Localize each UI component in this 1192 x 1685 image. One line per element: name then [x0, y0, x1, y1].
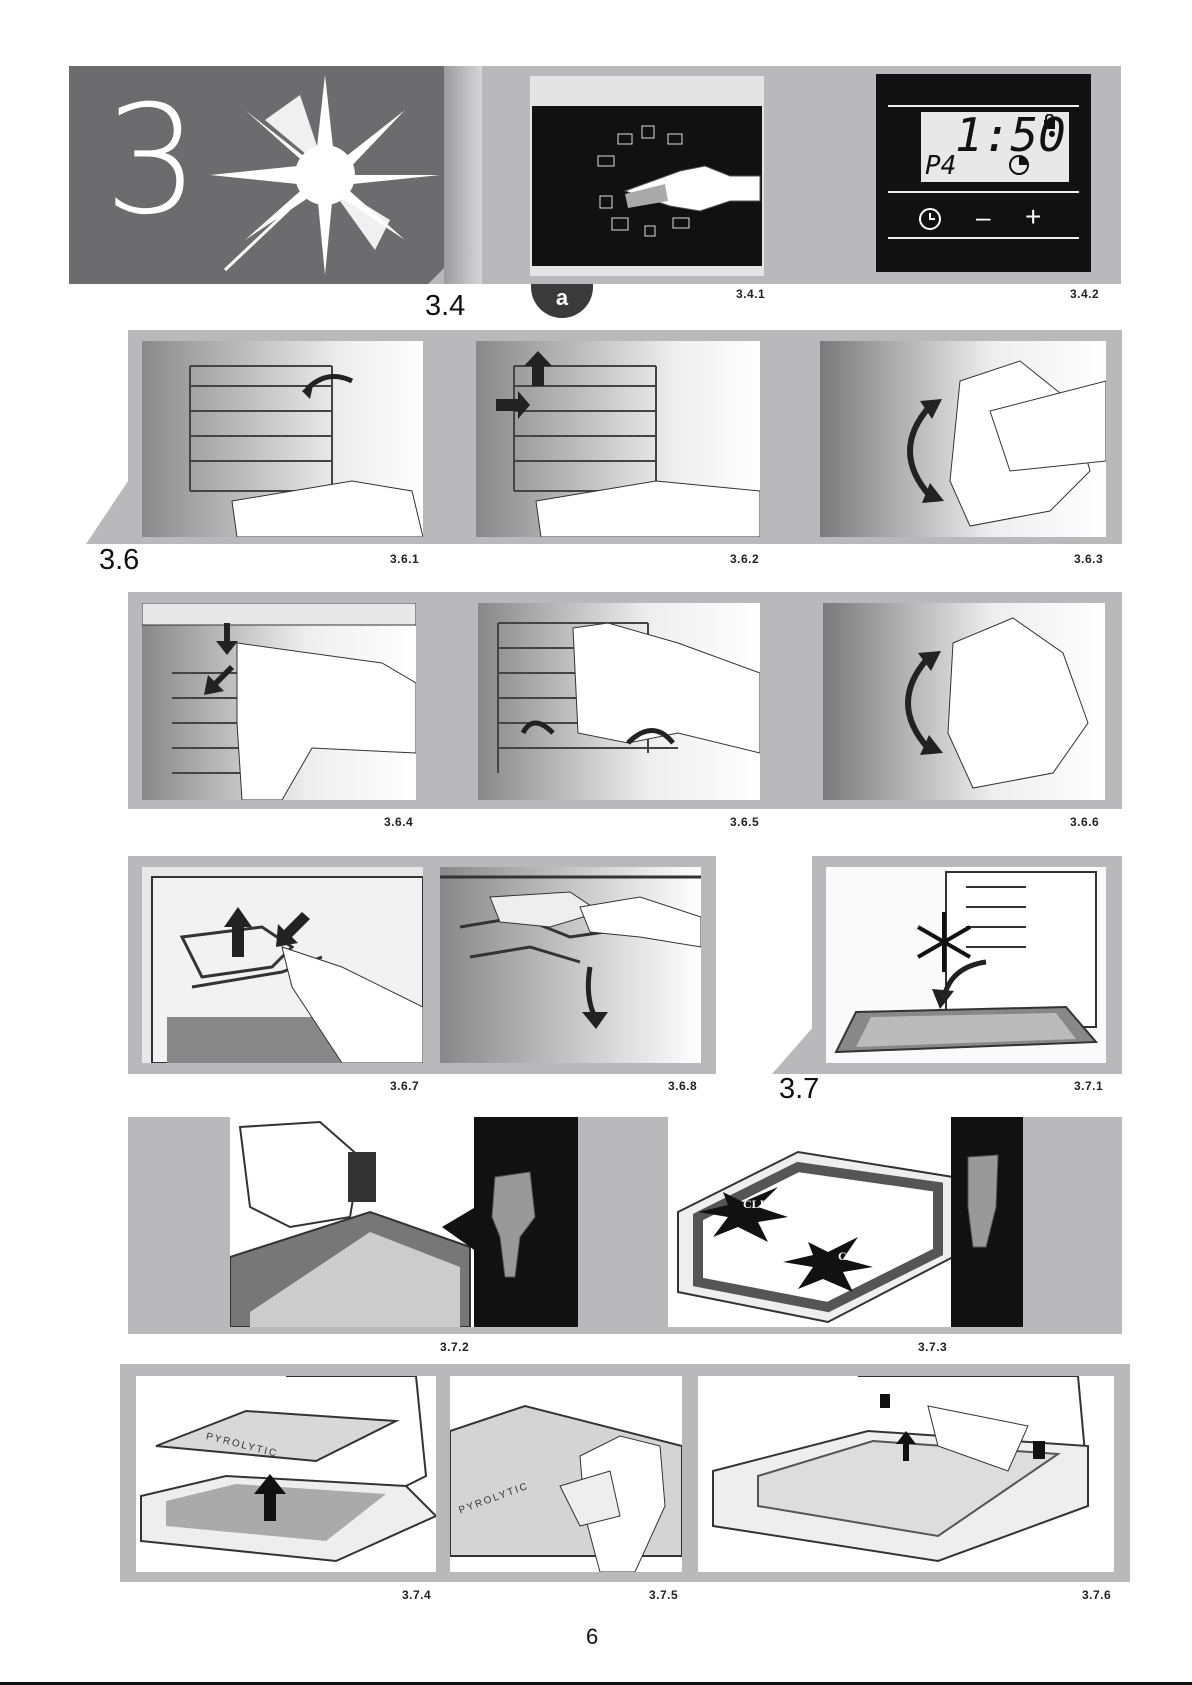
panel-3-7-2 — [230, 1117, 578, 1327]
timer-button[interactable] — [918, 207, 942, 231]
caption-3-6-5: 3.6.5 — [730, 815, 759, 829]
caption-3-6-2: 3.6.2 — [730, 552, 759, 566]
clock-icon — [1008, 154, 1030, 176]
clic-label-1: CLIC — [743, 1197, 773, 1212]
caption-3-4-2: 3.4.2 — [1070, 287, 1099, 301]
panel-3-4-2 — [876, 74, 1091, 272]
section-3-7: 3.7 — [779, 1073, 819, 1106]
caption-3-6-7: 3.6.7 — [390, 1079, 419, 1093]
caption-3-6-1: 3.6.1 — [390, 552, 419, 566]
chapter-number: 3 — [104, 86, 199, 236]
display-program: P4 — [925, 151, 956, 181]
panel-3-6-2 — [476, 341, 760, 537]
panel-3-6-8 — [440, 867, 701, 1063]
clic-label-2: CLIC — [838, 1249, 868, 1264]
panel-3-4-1 — [530, 76, 764, 276]
section-3-4: 3.4 — [425, 290, 465, 323]
plus-button[interactable]: + — [1025, 201, 1041, 233]
caption-3-6-6: 3.6.6 — [1070, 815, 1099, 829]
caption-3-7-5: 3.7.5 — [649, 1588, 678, 1602]
caption-3-7-3: 3.7.3 — [918, 1340, 947, 1354]
panel-3-6-1 — [142, 341, 423, 537]
minus-button[interactable]: – — [976, 202, 990, 233]
badge-a: a — [531, 284, 593, 318]
panel-3-6-4 — [142, 603, 416, 800]
panel-3-7-4 — [136, 1376, 436, 1572]
lock-icon — [1043, 114, 1056, 129]
chapter-divider — [444, 66, 482, 284]
panel-3-6-5 — [478, 603, 760, 800]
caption-3-7-2: 3.7.2 — [440, 1340, 469, 1354]
panel-3-7-5 — [450, 1376, 682, 1572]
panel-3-7-6 — [698, 1376, 1114, 1572]
caption-3-7-1: 3.7.1 — [1074, 1079, 1103, 1093]
caption-3-6-3: 3.6.3 — [1074, 552, 1103, 566]
caption-3-7-6: 3.7.6 — [1082, 1588, 1111, 1602]
panel-3-7-3 — [668, 1117, 1023, 1327]
caption-3-6-8: 3.6.8 — [668, 1079, 697, 1093]
panel-3-7-1 — [826, 867, 1106, 1063]
panel-3-6-7 — [142, 867, 423, 1063]
page-number: 6 — [586, 1624, 598, 1650]
caption-3-6-4: 3.6.4 — [384, 815, 413, 829]
section-3-6: 3.6 — [99, 544, 139, 577]
caption-3-4-1: 3.4.1 — [736, 287, 765, 301]
caption-3-7-4: 3.7.4 — [402, 1588, 431, 1602]
panel-3-6-6 — [823, 603, 1105, 800]
panel-3-6-3 — [820, 341, 1106, 537]
corner-3-7 — [772, 1026, 814, 1074]
sparkle-icon — [205, 70, 445, 280]
corner-3-6 — [86, 478, 130, 544]
